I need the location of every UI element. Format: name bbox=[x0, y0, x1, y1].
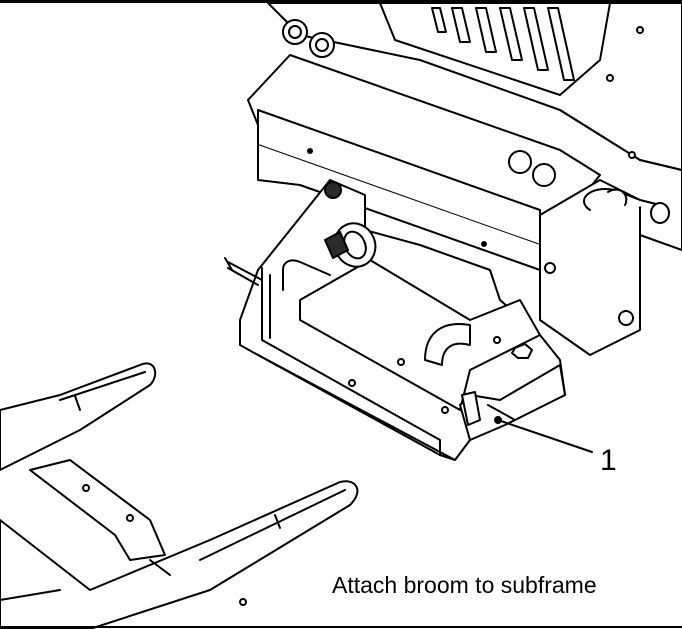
figure-caption: Attach broom to subframe bbox=[332, 572, 597, 598]
callout-dot bbox=[494, 416, 502, 424]
callout-leader-line bbox=[497, 419, 593, 453]
callout-number-1: 1 bbox=[600, 444, 617, 477]
top-border-rule bbox=[0, 0, 682, 3]
mounting-bracket bbox=[247, 54, 670, 356]
bottom-border-rule bbox=[0, 626, 682, 628]
sweeper-housing bbox=[267, 2, 682, 251]
housing-vents bbox=[431, 7, 575, 81]
knob-pair-top bbox=[282, 19, 335, 58]
bracket-bolt bbox=[324, 181, 342, 199]
subframe-bracket bbox=[224, 179, 566, 461]
broom-frame bbox=[0, 362, 359, 629]
